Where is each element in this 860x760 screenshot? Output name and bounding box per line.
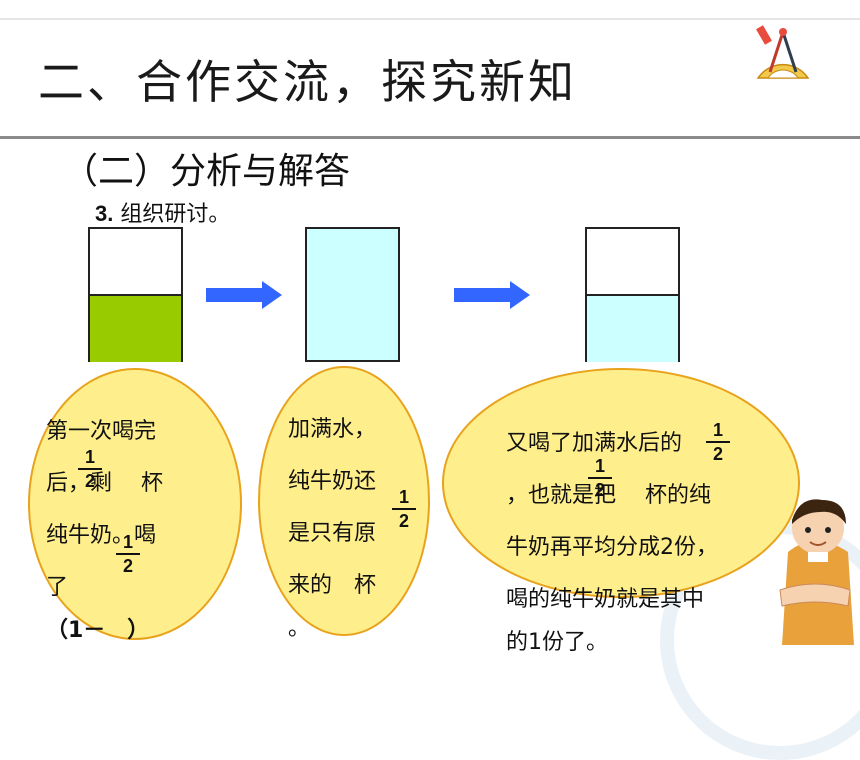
- step-heading: 3. 组织研讨。: [95, 196, 230, 228]
- bubble-line: 牛奶再平均分成2份，: [506, 535, 718, 560]
- bubble-line: 又喝了加满水后的: [506, 431, 683, 456]
- cup-milk-fill: [90, 294, 181, 362]
- bubble-line: 加满水，: [288, 417, 377, 442]
- section-subtitle: （二）分析与解答: [62, 151, 351, 192]
- bubble-line: 的1份了。: [506, 630, 608, 655]
- fraction-numerator: 1: [122, 532, 133, 552]
- cup-water-fill: [307, 229, 398, 360]
- cup-half-water: [585, 227, 680, 362]
- fraction-half: 1 2: [706, 420, 730, 464]
- right-arrow-icon: [454, 281, 530, 309]
- cartoon-boy-illustration: [770, 490, 860, 645]
- fraction-bar: [392, 508, 416, 510]
- explanation-bubble-2: [258, 366, 430, 636]
- fraction-denominator: 2: [712, 444, 723, 464]
- fraction-numerator: 1: [712, 420, 723, 440]
- fraction-half: 1 2: [392, 487, 416, 531]
- bubble-line: 。: [288, 616, 311, 641]
- bubble-line: 纯牛奶还: [288, 469, 377, 494]
- explanation-bubble-1: [28, 368, 242, 640]
- cup-half-milk: [88, 227, 183, 362]
- fraction-denominator: 2: [398, 511, 409, 531]
- fraction-half: 1 2: [78, 447, 102, 491]
- protractor-compass-icon: [752, 20, 814, 82]
- fraction-denominator: 2: [122, 556, 133, 576]
- bubble-line: 是只有原: [288, 521, 377, 546]
- bubble-3-text: 又喝了加满水后的 ，也就是把 杯的纯 牛奶再平均分成2份， 喝的纯牛奶就是其中 …: [506, 418, 718, 660]
- page-title: 二、合作交流，探究新知: [38, 55, 577, 109]
- bubble-line: 后，剩 杯: [46, 471, 163, 496]
- fraction-bar: [588, 477, 612, 479]
- title-bar: [0, 18, 860, 138]
- fraction-half: 1 2: [588, 456, 612, 500]
- step-text: 组织研讨。: [120, 202, 231, 227]
- bubble-line: 喝的纯牛奶就是其中: [506, 587, 705, 612]
- right-arrow-icon: [206, 281, 282, 309]
- bubble-line: 纯牛奶。喝: [46, 523, 157, 548]
- fraction-half: 1 2: [116, 532, 140, 576]
- explanation-bubble-3: [442, 368, 800, 598]
- cup-water-fill: [587, 294, 678, 362]
- fraction-denominator: 2: [84, 471, 95, 491]
- step-number: 3.: [95, 201, 114, 226]
- fraction-bar: [116, 553, 140, 555]
- fraction-bar: [78, 468, 102, 470]
- fraction-denominator: 2: [594, 480, 605, 500]
- title-divider: [0, 136, 860, 139]
- fraction-numerator: 1: [398, 487, 409, 507]
- bubble-line: 来的 杯: [288, 573, 377, 598]
- fraction-bar: [706, 441, 730, 443]
- bubble-1-text: 第一次喝完 后，剩 杯 纯牛奶。喝 了 （1－ ）: [46, 406, 163, 648]
- fraction-numerator: 1: [594, 456, 605, 476]
- bubble-2-text: 加满水， 纯牛奶还 是只有原 来的 杯 。: [288, 404, 376, 646]
- bubble-line: 第一次喝完: [46, 419, 157, 444]
- bubble-line: （1－ ）: [46, 618, 150, 643]
- cup-full-water: [305, 227, 400, 362]
- bubble-line: 了: [46, 575, 69, 600]
- fraction-numerator: 1: [84, 447, 95, 467]
- bubble-line: ，也就是把 杯的纯: [506, 483, 711, 508]
